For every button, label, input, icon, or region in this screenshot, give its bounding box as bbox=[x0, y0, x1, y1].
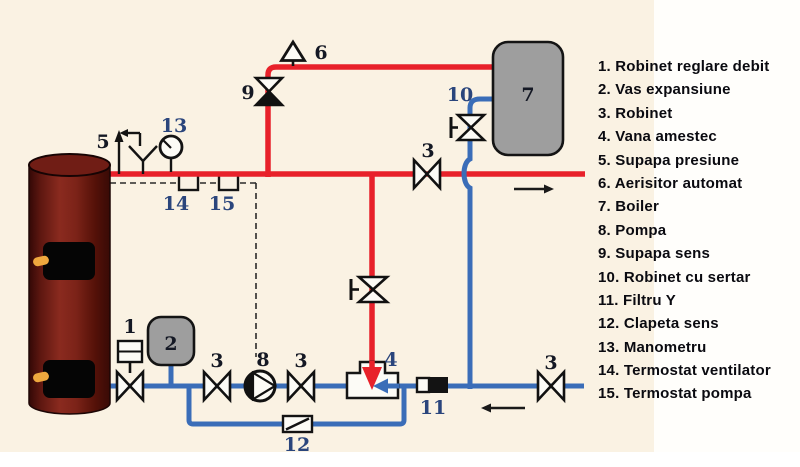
legend-item-10: 10. Robinet cu sertar bbox=[598, 268, 751, 286]
label-7: 7 bbox=[521, 84, 534, 106]
legend: 1. Robinet reglare debit 2. Vas expansiu… bbox=[598, 55, 798, 406]
label-5: 5 bbox=[96, 131, 109, 153]
legend-item-4: 4. Vana amestec bbox=[598, 128, 717, 146]
pump-icon bbox=[243, 369, 278, 403]
label-8: 8 bbox=[256, 349, 269, 371]
lower-door-handle bbox=[33, 371, 49, 383]
gate-valve-10-icon bbox=[449, 113, 488, 142]
check-valve-9-icon bbox=[252, 76, 286, 107]
filter-icon bbox=[415, 376, 448, 394]
legend-item-12: 12. Clapeta sens bbox=[598, 315, 719, 333]
valve-3b-icon bbox=[286, 368, 316, 404]
label-10: 10 bbox=[447, 84, 473, 106]
hot-water-pipes bbox=[95, 64, 585, 370]
flow-arrow-right bbox=[514, 184, 554, 194]
legend-item-6: 6. Aerisitor automat bbox=[598, 174, 743, 192]
upper-door-handle bbox=[33, 255, 49, 267]
valve-3c-icon bbox=[536, 368, 566, 404]
label-3c: 3 bbox=[544, 352, 557, 374]
label-3b: 3 bbox=[294, 350, 307, 372]
label-11: 11 bbox=[420, 397, 446, 419]
legend-item-8: 8. Pompa bbox=[598, 221, 667, 239]
legend-item-14: 14. Termostat ventilator bbox=[598, 362, 771, 380]
hot-top-branch-pipe bbox=[265, 64, 495, 177]
hot-water-tank bbox=[491, 40, 565, 157]
cold-flow-arrowhead bbox=[373, 378, 388, 394]
legend-item-7: 7. Boiler bbox=[598, 198, 659, 216]
valve-3a-icon bbox=[202, 368, 232, 404]
component-labels: 5 13 14 15 9 6 7 10 3 1 2 3 8 3 4 11 3 1… bbox=[96, 42, 557, 456]
label-4: 4 bbox=[384, 349, 397, 371]
mixing-valve-icon bbox=[345, 360, 400, 400]
safety-valve-icon bbox=[114, 129, 158, 174]
boiler-top bbox=[28, 153, 111, 177]
label-13: 13 bbox=[161, 115, 187, 137]
legend-item-9: 9. Supapa sens bbox=[598, 245, 711, 263]
solid-fuel-boiler bbox=[28, 153, 111, 415]
legend-item-1: 1. Robinet reglare debit bbox=[598, 58, 770, 75]
label-1: 1 bbox=[123, 316, 136, 338]
bottom-margin bbox=[0, 452, 800, 467]
legend-item-5: 5. Supapa presiune bbox=[598, 151, 740, 169]
check-valve-12-icon bbox=[281, 414, 314, 434]
legend-item-11: 11. Filtru Y bbox=[598, 291, 676, 309]
legend-item-15: 15. Termostat pompa bbox=[598, 385, 752, 403]
valve-3-supply-icon bbox=[412, 156, 442, 192]
gate-valve-supply-icon bbox=[349, 275, 391, 304]
label-12: 12 bbox=[284, 434, 310, 456]
label-15: 15 bbox=[209, 193, 235, 215]
flow-regulator-valve-icon bbox=[115, 339, 145, 404]
label-2: 2 bbox=[164, 333, 177, 355]
air-vent-icon bbox=[278, 39, 308, 66]
boiler-lower-door bbox=[43, 360, 95, 398]
legend-panel bbox=[654, 0, 800, 467]
expansion-vessel bbox=[146, 315, 196, 367]
label-3a: 3 bbox=[210, 350, 223, 372]
label-14: 14 bbox=[163, 193, 189, 215]
hot-flow-arrowhead bbox=[362, 367, 382, 390]
label-6: 6 bbox=[314, 42, 327, 64]
label-3-supply: 3 bbox=[421, 140, 434, 162]
label-9: 9 bbox=[241, 82, 254, 104]
flow-arrow-left bbox=[481, 403, 525, 413]
legend-item-2: 2. Vas expansiune bbox=[598, 81, 731, 99]
manometer-icon bbox=[158, 134, 184, 172]
legend-item-13: 13. Manometru bbox=[598, 338, 707, 356]
legend-item-3: 3. Robinet bbox=[598, 104, 673, 122]
boiler-upper-door bbox=[43, 242, 95, 280]
